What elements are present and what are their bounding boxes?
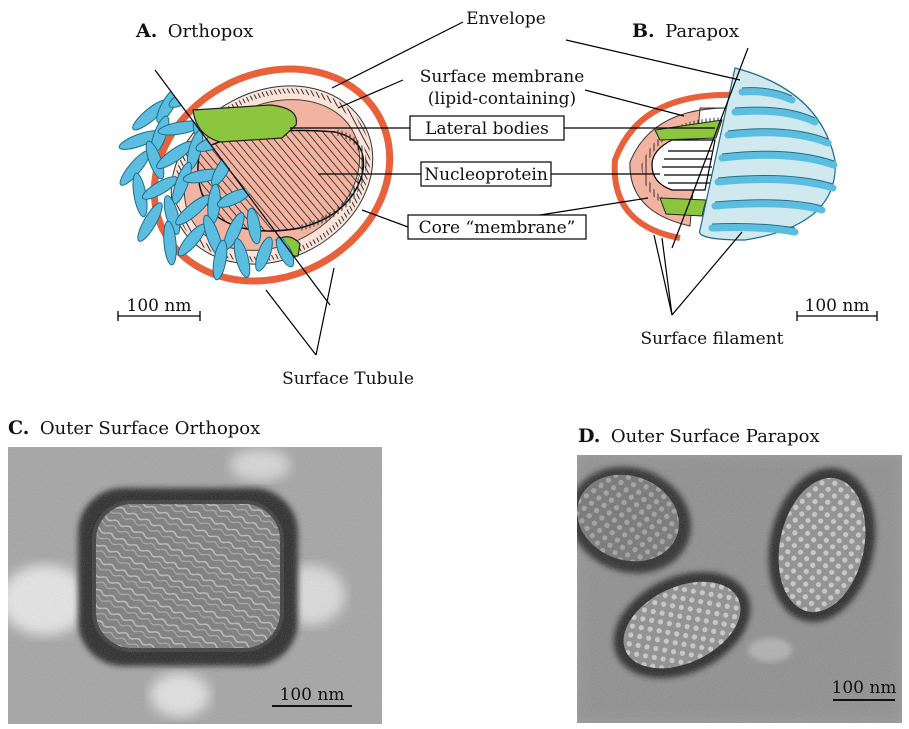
scale-bar-d: 100 nm [832, 678, 897, 700]
panel-d-letter: D. [578, 425, 600, 447]
panel-b-letter: B. [632, 20, 655, 42]
panel-b-title: Parapox [665, 21, 739, 42]
panel-b-parapox: B. Parapox [615, 20, 877, 321]
scale-bar-d-label: 100 nm [832, 678, 897, 698]
panel-c-title: Outer Surface Orthopox [40, 418, 260, 439]
svg-text:A. Orthopox: A. Orthopox [135, 20, 253, 42]
parapox-lateral-body-bottom [660, 198, 706, 216]
scale-bar-b: 100 nm [797, 296, 877, 321]
label-lateral-bodies: Lateral bodies [425, 119, 549, 139]
label-surface-filament: Surface filament [640, 329, 783, 349]
svg-text:C. Outer Surface Orthopo: C. Outer Surface Orthopox [8, 417, 260, 439]
scale-bar-a-label: 100 nm [127, 296, 192, 316]
svg-text:B. Parapox: B. Parapox [632, 20, 739, 42]
panel-d-outer-surface-parapox: D. Outer Surface Parapox 100 nm [554, 425, 902, 723]
micrograph-c [0, 447, 382, 724]
label-surface-membrane-note: (lipid-containing) [428, 89, 576, 109]
panel-a-letter: A. [135, 20, 157, 42]
label-surface-tubule: Surface Tubule [282, 369, 414, 389]
orthopox-lateral-body-top [193, 105, 296, 142]
panel-a-orthopox: A. Orthopox [116, 20, 427, 321]
label-surface-membrane: Surface membrane [420, 67, 585, 87]
label-envelope: Envelope [466, 9, 546, 29]
panel-c-outer-surface-orthopox: C. Outer Surface Orthopox 100 nm [0, 417, 382, 724]
label-core-membrane: Core “membrane” [419, 218, 576, 238]
scale-bar-a: 100 nm [118, 296, 200, 321]
scale-bar-b-label: 100 nm [805, 296, 870, 316]
panel-d-title: Outer Surface Parapox [611, 426, 820, 447]
label-nucleoprotein: Nucleoprotein [424, 165, 548, 185]
scale-bar-c-label: 100 nm [280, 685, 345, 705]
scale-bar-c: 100 nm [272, 685, 352, 706]
panel-a-title: Orthopox [168, 21, 254, 42]
svg-text:D. Outer Surface Parapox: D. Outer Surface Parapox [578, 425, 820, 447]
panel-c-letter: C. [8, 417, 29, 439]
